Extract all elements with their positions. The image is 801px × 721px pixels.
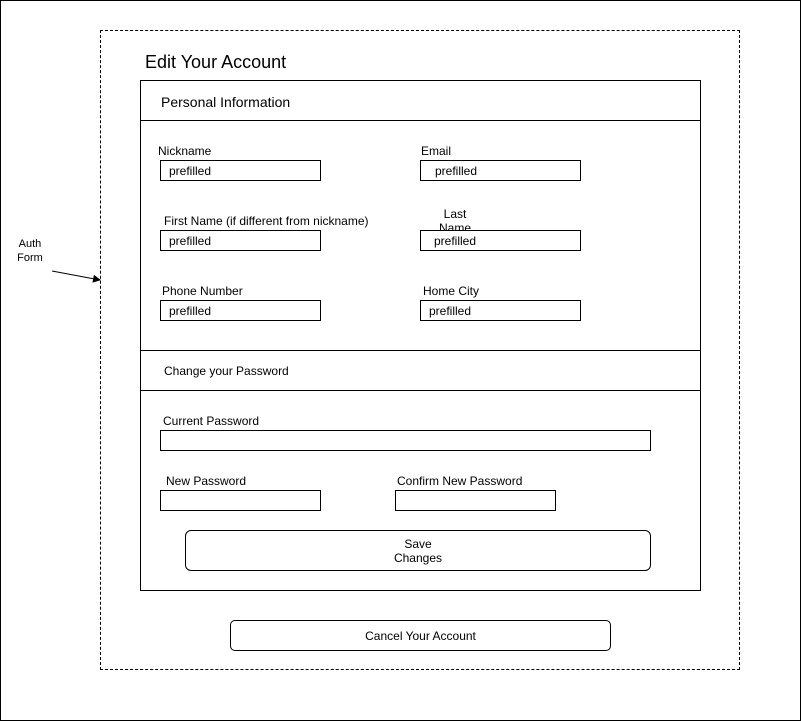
last-name-label-line2: Name <box>439 221 472 230</box>
new-password-label: New Password <box>166 474 247 488</box>
section-divider <box>140 120 701 121</box>
annotation-line2: Form <box>17 252 43 264</box>
last-name-label-line1: Last <box>443 207 467 221</box>
phone-number-field[interactable] <box>160 300 321 321</box>
last-name-field[interactable] <box>420 230 581 251</box>
home-city-field[interactable] <box>420 300 581 321</box>
save-changes-button[interactable]: Save Changes <box>185 530 651 571</box>
save-button-line2: Changes <box>393 550 443 565</box>
confirm-password-label: Confirm New Password <box>397 474 523 488</box>
email-field[interactable] <box>420 160 581 181</box>
cancel-button-label: Cancel Your Account <box>365 628 476 643</box>
new-password-field[interactable] <box>160 490 321 511</box>
auth-form-annotation: Auth Form <box>14 237 46 265</box>
confirm-password-field[interactable] <box>395 490 556 511</box>
home-city-label: Home City <box>423 284 480 298</box>
cancel-account-button[interactable]: Cancel Your Account <box>230 620 611 651</box>
section-divider <box>140 390 701 391</box>
section-divider <box>140 350 701 351</box>
last-name-label: Last Name <box>439 207 471 230</box>
nickname-label: Nickname <box>158 144 212 158</box>
save-button-line1: Save <box>404 536 432 551</box>
phone-number-label: Phone Number <box>162 284 243 298</box>
current-password-field[interactable] <box>160 430 651 451</box>
first-name-label: First Name (if different from nickname) <box>164 214 369 228</box>
annotation-line1: Auth <box>18 238 42 250</box>
personal-section-title: Personal Information <box>161 94 291 110</box>
first-name-field[interactable] <box>160 230 321 251</box>
auth-form-container <box>100 30 740 670</box>
current-password-label: Current Password <box>163 414 260 428</box>
nickname-field[interactable] <box>160 160 321 181</box>
email-label: Email <box>421 144 452 158</box>
page-title: Edit Your Account <box>145 52 287 72</box>
password-section-title: Change your Password <box>164 364 289 378</box>
